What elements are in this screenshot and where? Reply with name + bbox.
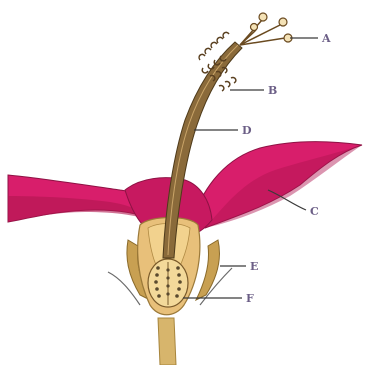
- ovary: [148, 259, 188, 307]
- label-a: A: [321, 32, 331, 45]
- stigma: [240, 13, 292, 45]
- pedicel: [158, 318, 176, 365]
- label-d: D: [242, 124, 252, 137]
- right-petal: [192, 142, 362, 228]
- label-b: B: [268, 84, 277, 97]
- label-c: C: [310, 205, 319, 218]
- label-e: E: [250, 260, 258, 273]
- label-f: F: [246, 292, 254, 305]
